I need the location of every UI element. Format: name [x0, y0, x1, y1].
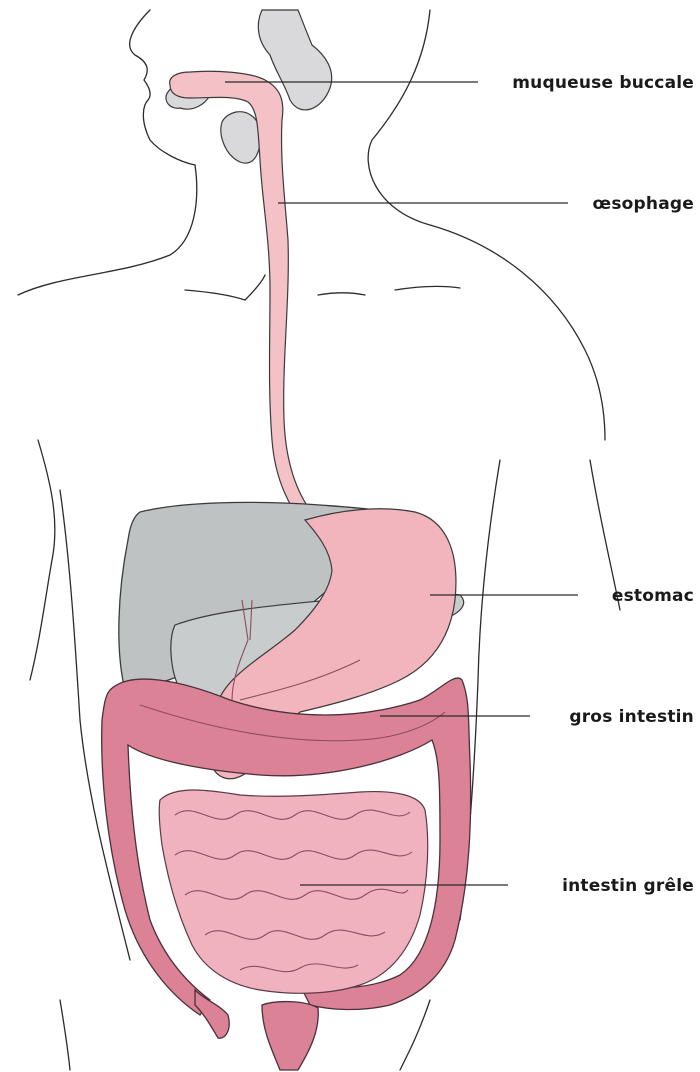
rectum-shape	[262, 1002, 318, 1070]
label-large-intestine: gros intestin	[569, 707, 694, 727]
label-mouth: muqueuse buccale	[512, 73, 694, 93]
label-stomach: estomac	[612, 586, 694, 606]
small-intestine-shape	[159, 790, 428, 993]
label-esophagus: œsophage	[593, 194, 694, 214]
label-small-intestine: intestin grêle	[562, 876, 694, 896]
